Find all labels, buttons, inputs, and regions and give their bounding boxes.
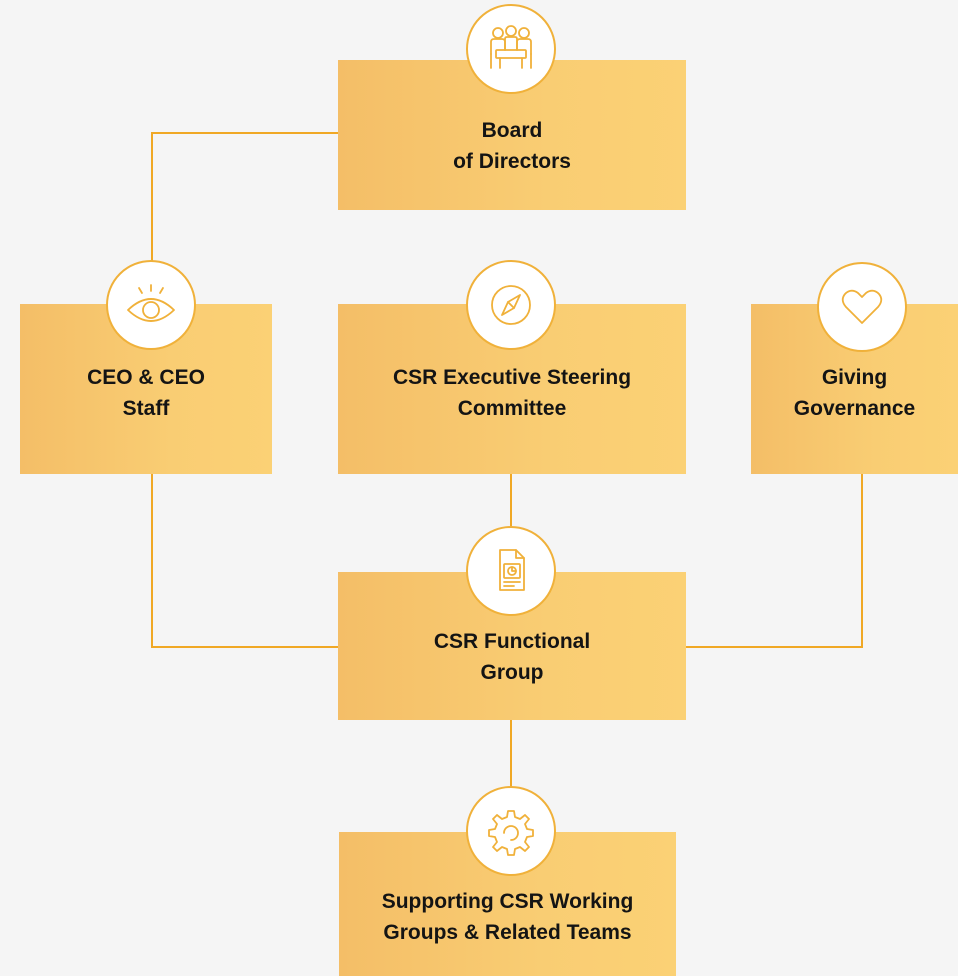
node-label: Supporting CSR Working Groups & Related … (381, 890, 634, 944)
heart-icon (817, 262, 907, 352)
meeting-people-icon (466, 4, 556, 94)
node-label: CSR Executive Steering Committee (392, 366, 632, 420)
report-document-icon (466, 526, 556, 616)
node-label: CSR Functional Group (433, 630, 591, 684)
connector-ceo-functional (151, 474, 338, 648)
node-ceo-staff: CEO & CEO Staff (20, 304, 272, 474)
node-label: Giving Governance (793, 366, 916, 420)
compass-icon (466, 260, 556, 350)
node-csr-executive-steering-committee: CSR Executive Steering Committee (338, 304, 686, 474)
connector-board-ceo (151, 132, 338, 268)
node-label: CEO & CEO Staff (87, 366, 205, 420)
node-label: Board of Directors (453, 119, 571, 173)
connector-giving-functional (686, 474, 863, 648)
eye-icon (106, 260, 196, 350)
gear-icon (466, 786, 556, 876)
